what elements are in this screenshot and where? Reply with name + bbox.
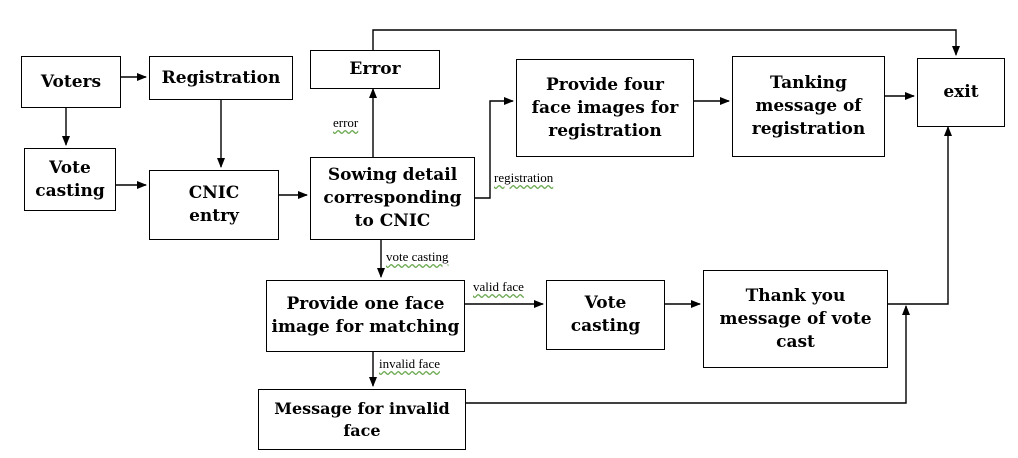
node-exit: exit xyxy=(917,58,1005,127)
node-provide-one-image: Provide one face image for matching xyxy=(266,280,465,352)
node-registration: Registration xyxy=(149,56,293,100)
edge-label-registration: registration xyxy=(494,170,554,185)
edge-thank-you-exit xyxy=(888,126,952,305)
node-provide-four-images: Provide four face images for registratio… xyxy=(516,59,694,157)
node-voters: Voters xyxy=(21,56,121,108)
node-thank-you-vote: Thank you message of vote cast xyxy=(703,270,888,368)
node-vote-casting-left: Vote casting xyxy=(24,148,116,211)
edge-label-vote-casting: vote casting xyxy=(386,249,449,264)
edge-error-exit xyxy=(372,29,960,56)
node-error: Error xyxy=(310,50,440,89)
node-thanking-registration: Tanking message of registration xyxy=(732,56,885,157)
edge-showing-detail-provide-four xyxy=(475,97,514,199)
edge-label-error: error xyxy=(333,115,359,130)
node-invalid-face-message: Message for invalid face xyxy=(258,389,466,450)
edge-label-invalid-face: invalid face xyxy=(379,356,440,371)
edge-invalid-merge xyxy=(466,305,910,404)
node-showing-detail: Sowing detail corresponding to CNIC xyxy=(310,157,475,240)
node-vote-casting-mid: Vote casting xyxy=(546,280,665,350)
edge-label-valid-face: valid face xyxy=(473,279,524,294)
node-cnic-entry: CNIC entry xyxy=(149,170,279,240)
